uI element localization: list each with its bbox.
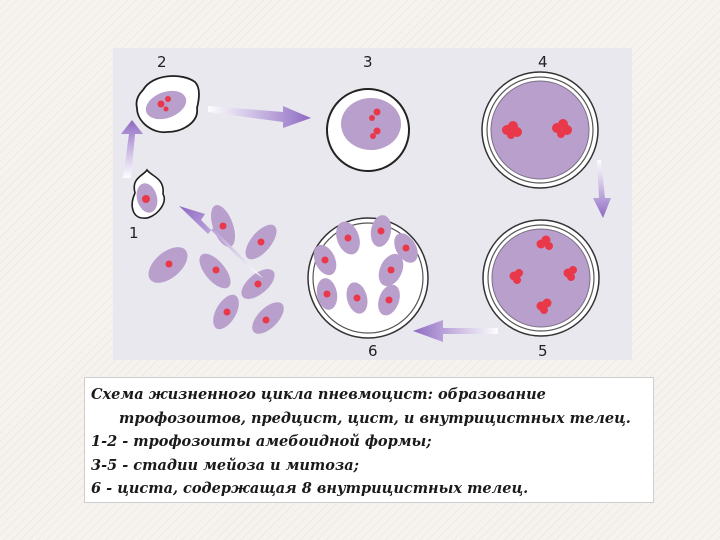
life-cycle-figure: 1 2 3 4 5 6	[113, 48, 632, 360]
trophozoite-stage-2	[135, 75, 200, 134]
released-trophozoites	[148, 205, 284, 334]
caption-line-1: Схема жизненного цикла пневмоцист: образ…	[91, 386, 546, 403]
caption-line-4: 3-5 - стадии мейоза и митоза;	[91, 456, 359, 474]
life-cycle-diagram: 1 2 3 4 5 6	[121, 53, 611, 360]
caption-line-5: 6 - циста, содержащая 8 внутрицистных те…	[91, 480, 529, 497]
stage-label-4: 4	[538, 53, 548, 71]
stage-label-2: 2	[157, 53, 167, 71]
cyst-stage-4	[481, 71, 599, 189]
mature-cyst-stage-6	[307, 215, 429, 339]
arrow-6-to-1	[179, 206, 263, 278]
figure-caption: Схема жизненного цикла пневмоцист: образ…	[84, 377, 654, 503]
intracystic-bodies	[313, 215, 418, 316]
arrow-1-to-2	[121, 120, 143, 178]
stage-label-1: 1	[129, 224, 139, 242]
cyst-stage-5	[482, 219, 600, 337]
caption-line-3: 1-2 - трофозоиты амебоидной формы;	[91, 433, 432, 450]
caption-line-2: трофозоитов, предцист, цист, и внутрицис…	[119, 409, 631, 427]
arrow-5-to-6	[413, 320, 498, 342]
arrow-2-to-3	[208, 106, 311, 128]
stage-label-5: 5	[538, 342, 548, 360]
precyst-stage-3	[326, 88, 410, 172]
stage-label-6: 6	[368, 342, 378, 360]
stage-label-3: 3	[363, 53, 373, 71]
trophozoite-stage-1	[131, 168, 166, 219]
arrow-4-to-5	[593, 160, 611, 218]
